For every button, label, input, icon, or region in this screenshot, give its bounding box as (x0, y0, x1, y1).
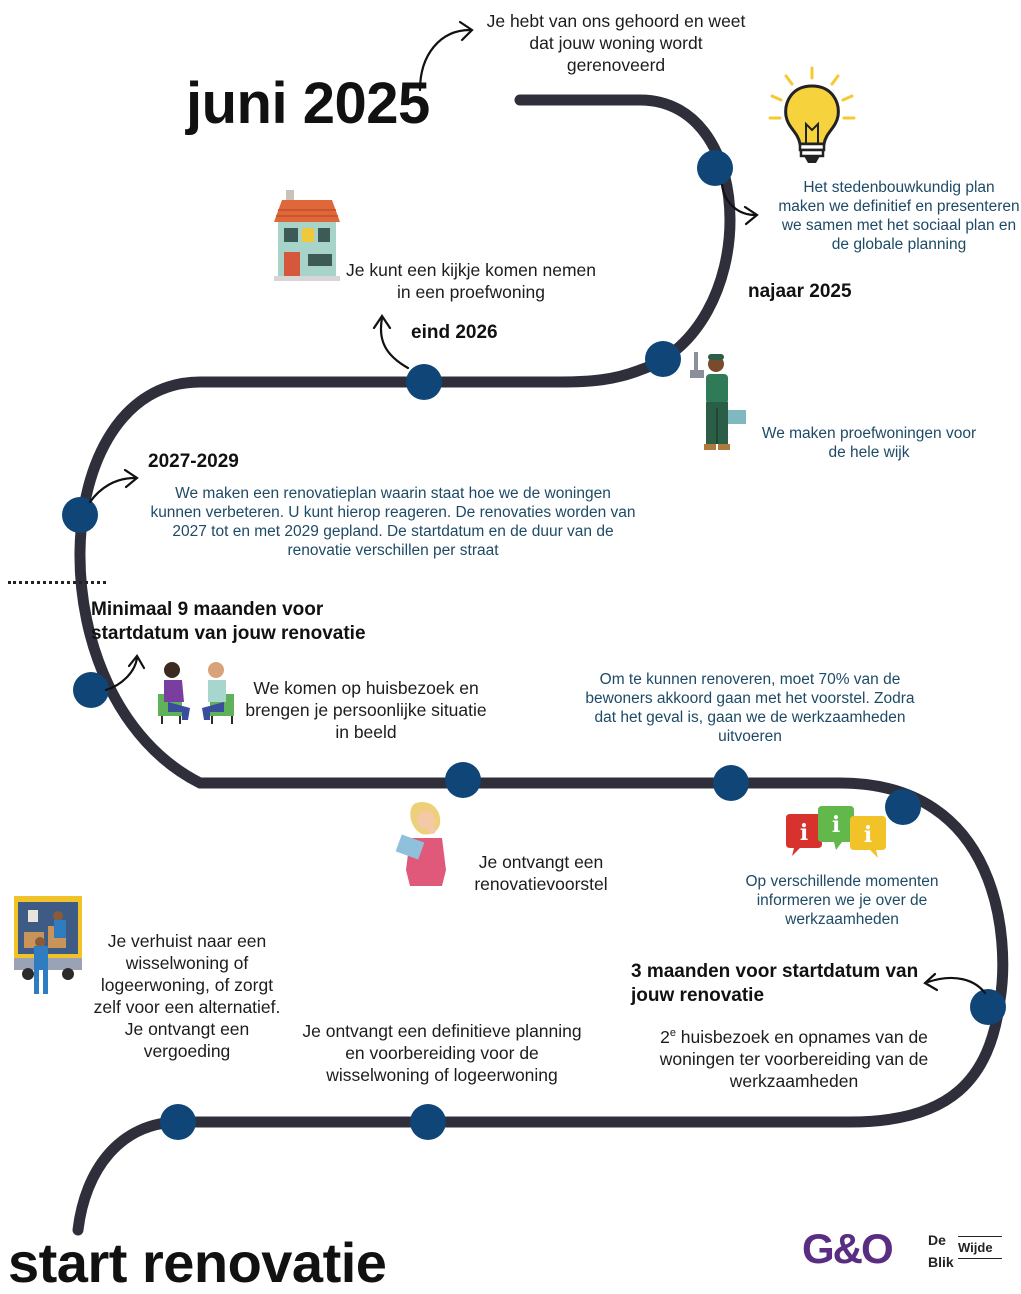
step-renovatieplan-header: 2027-2029 (148, 451, 239, 472)
milestone-dot (697, 150, 733, 186)
step-opnames-text: huisbezoek en opnames van de woningen te… (659, 1026, 929, 1091)
milestone-dot (713, 765, 749, 801)
deblik-logo-line1: De (928, 1232, 946, 1248)
step-kijkje: Je kunt een kijkje komen nemen in een pr… (346, 260, 596, 302)
road-path (72, 94, 1009, 1236)
step-renovatieplan: We maken een renovatieplan waarin staat … (150, 485, 636, 559)
milestone-dot (160, 1104, 196, 1140)
lightbulb-icon (768, 66, 856, 163)
go-logo: G&O (802, 1225, 894, 1272)
heading-bottom: start renovatie (8, 1231, 387, 1294)
info-letter: i (832, 812, 840, 838)
worker-icon (690, 352, 746, 450)
milestone-dot (73, 672, 109, 708)
step-huisbezoek: We komen op huisbezoek en brengen je per… (245, 678, 487, 742)
dotted-divider (8, 581, 106, 584)
step-opnames-number: 2 (660, 1026, 670, 1047)
arrow-9maanden (104, 656, 139, 692)
pointer-arrows (88, 20, 987, 995)
milestone-dot (970, 989, 1006, 1025)
step-kijkje-header: eind 2026 (411, 322, 498, 343)
info-letter: i (864, 822, 872, 848)
step-opnames-header: 3 maanden voor startdatum van jouw renov… (631, 961, 919, 1006)
wijde-logo: Wijde (958, 1236, 1002, 1259)
milestone-dots (62, 150, 1006, 1140)
arrow-juni (418, 28, 472, 92)
milestone-dot (410, 1104, 446, 1140)
arrow-eind2026 (379, 316, 410, 370)
step-opnames-superscript: e (669, 1027, 676, 1039)
info-bubbles-icon: i i i (786, 806, 886, 858)
step-akkoord: Om te kunnen renoveren, moet 70% van de … (585, 671, 915, 745)
arrow-najaar (720, 183, 757, 217)
milestone-dot (406, 364, 442, 400)
house-icon (274, 190, 340, 281)
step-plan-header: najaar 2025 (748, 281, 852, 302)
milestone-dot (445, 762, 481, 798)
arrow-3maanden (926, 976, 987, 995)
meeting-icon (158, 662, 234, 724)
thinking-woman-icon (396, 802, 446, 886)
milestone-dot (885, 789, 921, 825)
heading-top: juni 2025 (186, 71, 430, 136)
step-huisbezoek-header: Minimaal 9 maanden voor startdatum van j… (91, 599, 366, 644)
step-informeren: Op verschillende momenten informeren we … (745, 873, 939, 928)
step-opnames: 2e huisbezoek en opnames van de woningen… (638, 1022, 950, 1092)
step-voorstel: Je ontvangt een renovatievoorstel (474, 852, 608, 894)
step-planning: Je ontvangt een definitieve planning en … (302, 1021, 582, 1085)
info-letter: i (800, 820, 808, 846)
arrow-2027 (88, 476, 137, 504)
step-proefwoning-make: We maken proefwoningen voor de hele wijk (761, 425, 977, 461)
deblik-logo-line2: Blik (928, 1254, 954, 1270)
moving-truck-icon (14, 896, 82, 994)
step-plan: Het stedenbouwkundig plan maken we defin… (778, 179, 1020, 253)
step-gehoord: Je hebt van ons gehoord en weet dat jouw… (486, 11, 746, 75)
milestone-dot (62, 497, 98, 533)
step-verhuis: Je verhuist naar een wisselwoning of log… (93, 931, 281, 1061)
milestone-dot (645, 341, 681, 377)
deblik-logo: De Blik (928, 1231, 954, 1271)
